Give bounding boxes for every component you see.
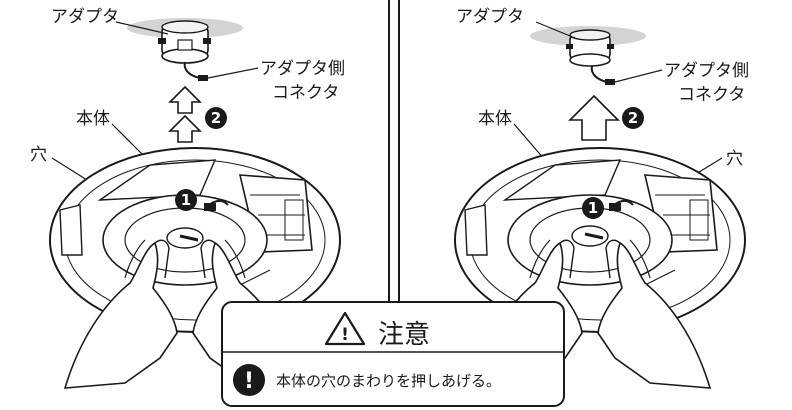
- caution-title: 注意: [378, 320, 430, 350]
- step-2-number: 2: [211, 109, 221, 127]
- step-1-badge: [175, 189, 197, 211]
- warning-triangle-icon: [324, 311, 366, 346]
- adapter-label: アダプタ: [456, 7, 524, 27]
- exclamation-circle-icon: [233, 364, 265, 396]
- exclamation-symbol: !: [244, 369, 254, 394]
- body-label: 本体: [478, 109, 512, 129]
- warning-symbol: !: [341, 325, 349, 345]
- adapter-label: アダプタ: [51, 7, 119, 27]
- left-panel: アダプタ アダプタ側 コネクタ 本体 穴 2 1: [30, 7, 345, 389]
- right-panel: アダプタ アダプタ側 コネクタ 本体 穴 2 1: [454, 7, 749, 389]
- adapter: [158, 20, 211, 81]
- connector-label-line2: コネクタ: [678, 85, 745, 105]
- body-label: 本体: [76, 109, 110, 129]
- adapter-connector: [198, 75, 208, 81]
- up-arrow-icon: [568, 94, 620, 141]
- step-2-badge: [205, 107, 227, 129]
- step-2-badge: [622, 107, 644, 129]
- hole-label: 穴: [726, 149, 743, 169]
- adapter: [566, 29, 615, 85]
- step-1-number: 1: [181, 191, 191, 209]
- step-1-badge: [582, 197, 604, 219]
- connector-label-line1: アダプタ側: [664, 61, 749, 81]
- step-2-number: 2: [628, 109, 638, 127]
- up-arrow-icon: [168, 85, 202, 114]
- adapter-connector: [605, 79, 615, 85]
- up-arrow-icon: [168, 114, 202, 143]
- step-1-number: 1: [588, 199, 598, 217]
- connector-label-line2: コネクタ: [272, 83, 339, 103]
- hole-label: 穴: [30, 145, 47, 165]
- caution-box: ! 注意 ! 本体の穴のまわりを押しあげる。: [221, 301, 565, 407]
- caution-message: 本体の穴のまわりを押しあげる。: [276, 372, 501, 390]
- connector-label-line1: アダプタ側: [260, 59, 345, 79]
